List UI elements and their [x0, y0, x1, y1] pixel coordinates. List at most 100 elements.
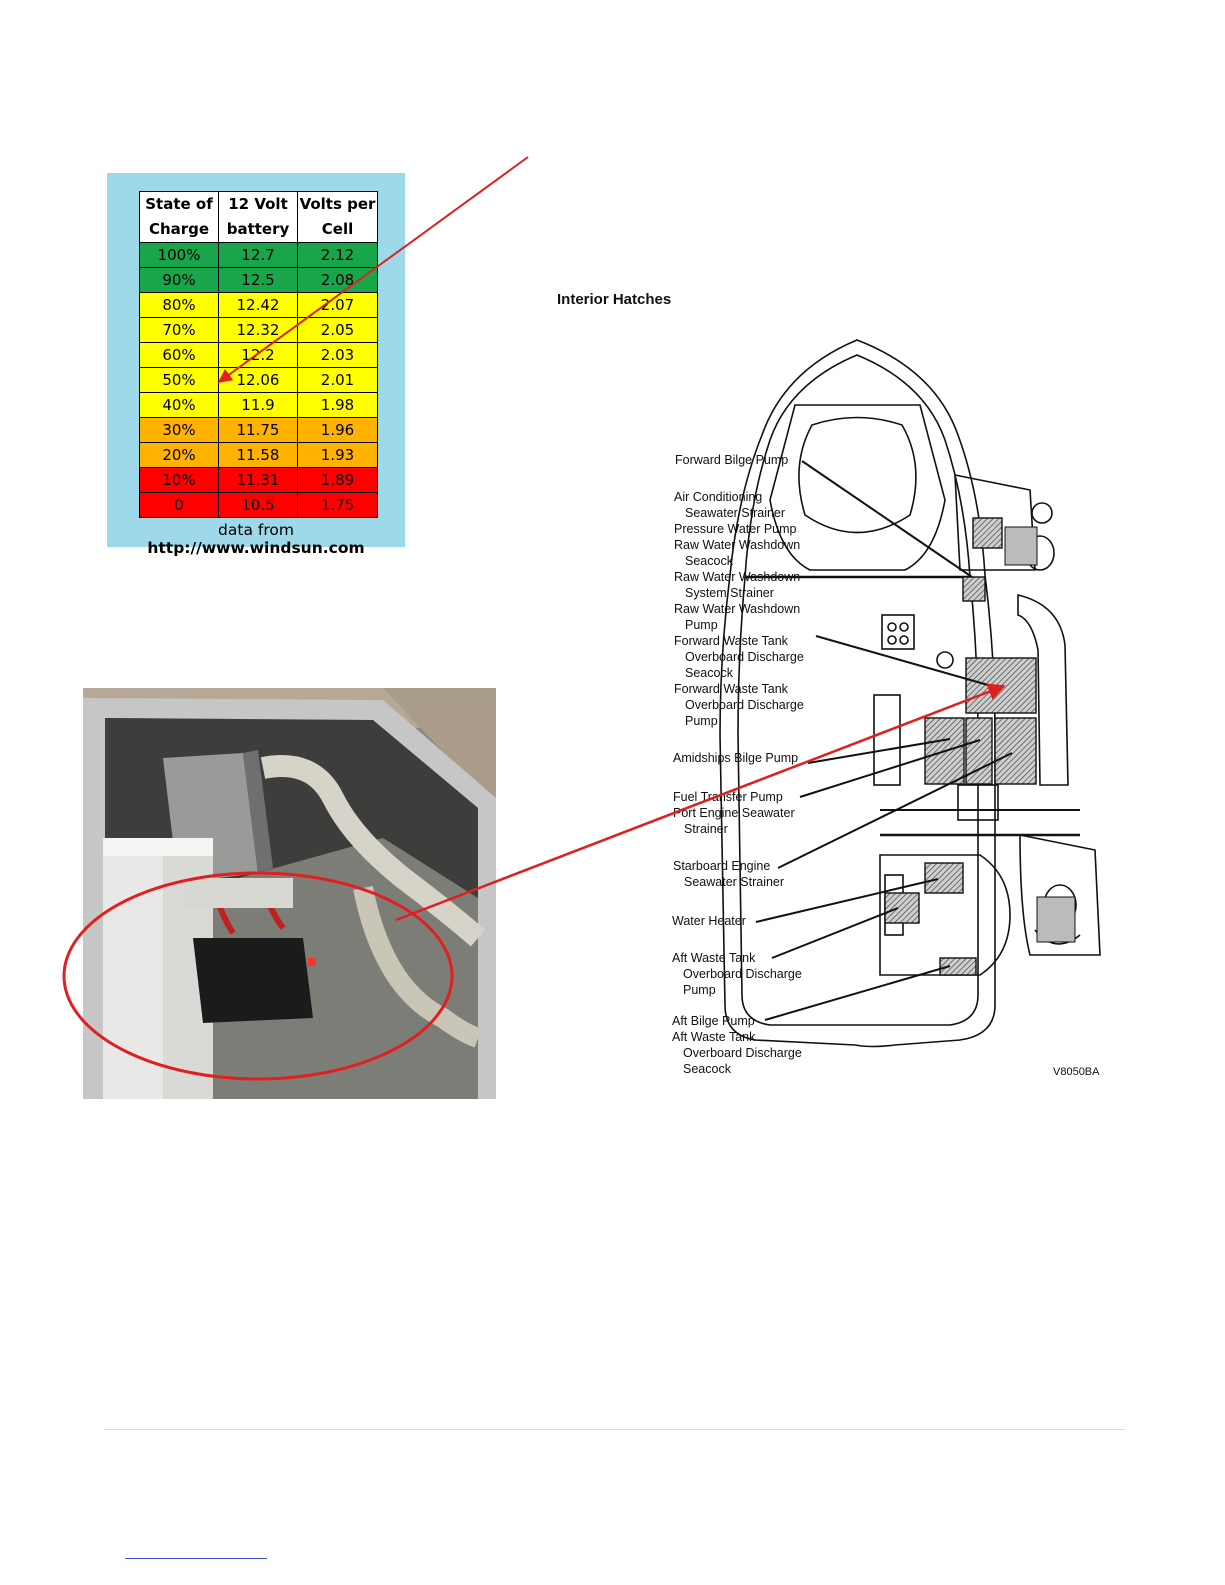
cell-soc: 80% — [139, 292, 219, 318]
cell-soc: 30% — [139, 417, 219, 443]
label-line: Amidships Bilge Pump — [673, 751, 799, 765]
label-line: Strainer — [684, 822, 728, 836]
label-line: Forward Waste Tank — [674, 634, 788, 648]
cell-volt: 12.32 — [218, 317, 298, 343]
cell-volt: 11.9 — [218, 392, 298, 418]
label-line: Fuel Transfer Pump — [673, 790, 783, 804]
label-line: Pump — [685, 714, 718, 728]
cell-volt: 10.5 — [218, 492, 298, 518]
cell-soc: 90% — [139, 267, 219, 293]
label-line: Pump — [683, 983, 716, 997]
label-line: Aft Waste Tank — [672, 1030, 756, 1044]
label-line: Air Conditioning — [674, 490, 763, 504]
label-line: Seawater Strainer — [684, 875, 785, 889]
diagram-code: V8050BA — [1053, 1066, 1100, 1078]
cell-cell: 2.12 — [297, 242, 378, 268]
cell-cell: 2.01 — [297, 367, 378, 393]
cell-cell: 1.93 — [297, 442, 378, 468]
label-line: Raw Water Washdown — [674, 602, 801, 616]
cell-cell: 2.07 — [297, 292, 378, 318]
label-line: Pressure Water Pump — [674, 522, 797, 536]
label-line: Raw Water Washdown — [674, 570, 801, 584]
cell-cell: 1.75 — [297, 492, 378, 518]
label-line: Overboard Discharge — [685, 698, 804, 712]
cell-soc: 60% — [139, 342, 219, 368]
label-line: Forward Waste Tank — [674, 682, 788, 696]
label-line: Aft Bilge Pump — [672, 1014, 755, 1028]
label-line: Pump — [685, 618, 718, 632]
table-source-note: data from http://www.windsun.com — [107, 521, 405, 557]
cell-volt: 12.7 — [218, 242, 298, 268]
interior-hatches-diagram — [719, 339, 1101, 1048]
label-line: Aft Waste Tank — [672, 951, 756, 965]
cell-soc: 100% — [139, 242, 219, 268]
label-amidships-bilge-pump: Amidships Bilge Pump — [673, 750, 798, 766]
cell-cell: 2.03 — [297, 342, 378, 368]
label-line: Seacock — [685, 666, 733, 680]
cell-soc: 20% — [139, 442, 219, 468]
cell-soc: 70% — [139, 317, 219, 343]
cell-soc: 50% — [139, 367, 219, 393]
source-url: http://www.windsun.com — [147, 539, 365, 557]
label-line: Seacock — [683, 1062, 731, 1076]
label-line: Seacock — [685, 554, 733, 568]
cell-volt: 12.06 — [218, 367, 298, 393]
cell-soc: 40% — [139, 392, 219, 418]
cell-cell: 1.98 — [297, 392, 378, 418]
cell-volt: 12.5 — [218, 267, 298, 293]
footer-divider — [104, 1429, 1125, 1430]
label-line: Port Engine Seawater — [673, 806, 795, 820]
cell-cell: 2.08 — [297, 267, 378, 293]
label-line: Raw Water Washdown — [674, 538, 801, 552]
label-line: Overboard Discharge — [685, 650, 804, 664]
source-prefix: data from — [218, 521, 294, 539]
label-water-heater: Water Heater — [672, 913, 746, 929]
label-line: Forward Bilge Pump — [675, 453, 789, 467]
cell-volt: 11.58 — [218, 442, 298, 468]
label-line: System Strainer — [685, 586, 774, 600]
battery-compartment-photo — [83, 688, 496, 1099]
label-line: Starboard Engine — [673, 859, 771, 873]
label-line: Overboard Discharge — [683, 1046, 802, 1060]
cell-soc: 10% — [139, 467, 219, 493]
diagram-title: Interior Hatches — [557, 291, 672, 308]
cell-volt: 11.75 — [218, 417, 298, 443]
cell-cell: 1.89 — [297, 467, 378, 493]
cell-soc: 0 — [139, 492, 219, 518]
cell-cell: 2.05 — [297, 317, 378, 343]
label-line: Water Heater — [672, 914, 746, 928]
label-line: Overboard Discharge — [683, 967, 802, 981]
footer-link-underline[interactable] — [125, 1558, 267, 1559]
cell-cell: 1.96 — [297, 417, 378, 443]
cell-volt: 11.31 — [218, 467, 298, 493]
label-line: Seawater Strainer — [685, 506, 786, 520]
cell-volt: 12.42 — [218, 292, 298, 318]
cell-volt: 12.2 — [218, 342, 298, 368]
label-forward-bilge-pump: Forward Bilge Pump — [675, 452, 788, 468]
